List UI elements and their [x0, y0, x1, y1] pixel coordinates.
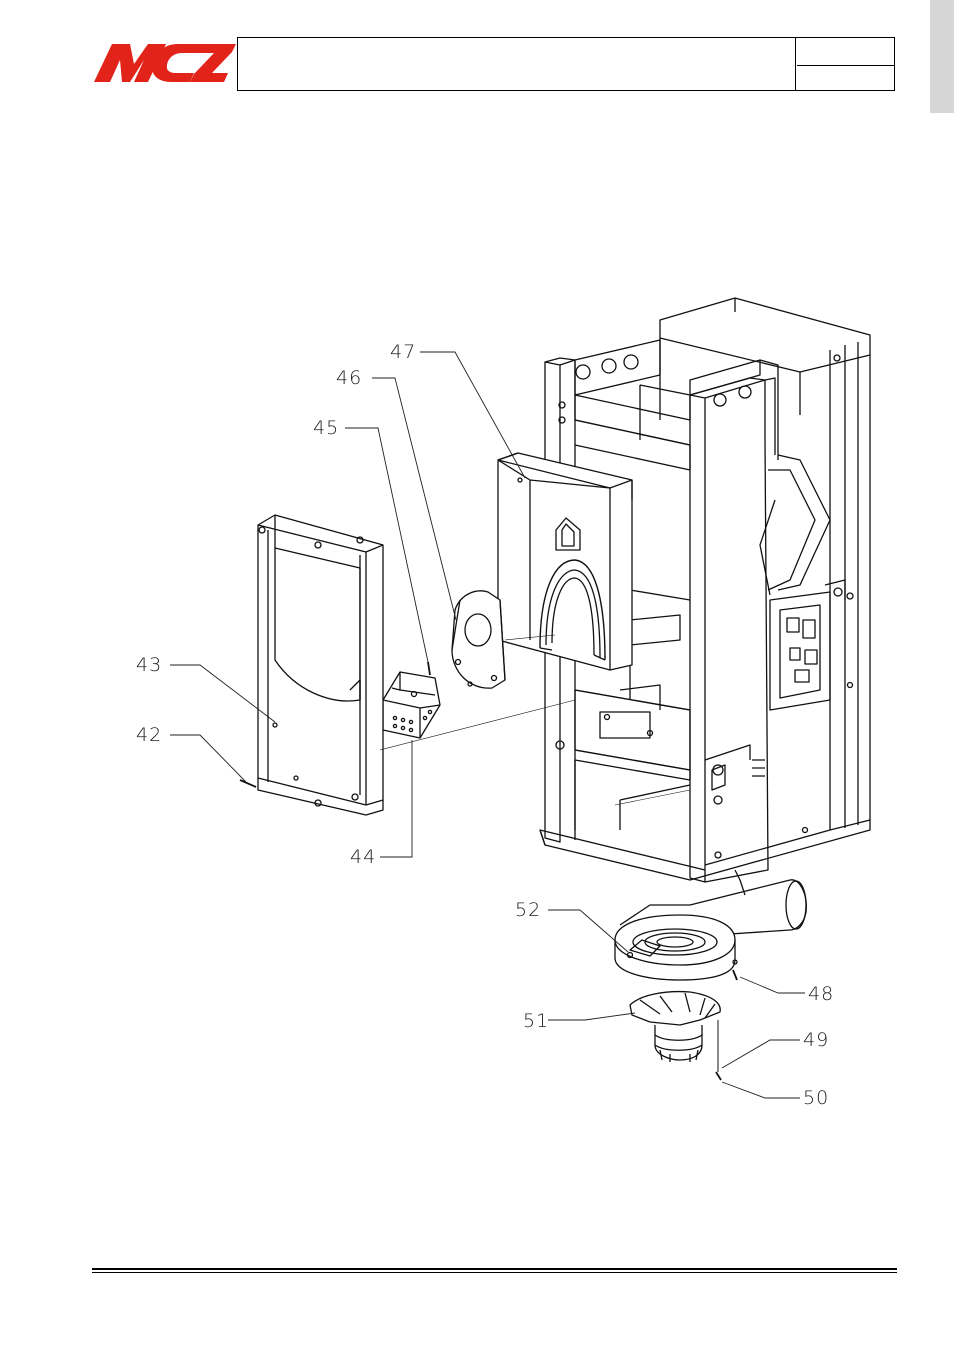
screw-45 [427, 661, 431, 676]
callout-50: 50 [803, 1087, 829, 1109]
callout-44: 44 [350, 846, 376, 868]
callout-43: 43 [136, 654, 162, 676]
side-tab [930, 0, 954, 113]
screw-42 [239, 779, 257, 788]
callout-49: 49 [803, 1029, 829, 1051]
part-46-gasket [451, 590, 506, 689]
mcz-logo [94, 44, 236, 82]
callout-48: 48 [808, 983, 834, 1005]
footer-rule [92, 1268, 897, 1270]
header-title-cell [238, 38, 796, 90]
callout-51: 51 [523, 1010, 549, 1032]
part-47-front-frame [497, 452, 633, 671]
callout-42: 42 [136, 724, 162, 746]
screw-50 [715, 1071, 722, 1081]
footer-rule-thin [92, 1272, 897, 1273]
stove-body [539, 297, 871, 883]
screw-48 [732, 969, 738, 981]
part-43-door [257, 514, 384, 816]
part-44-brazier [382, 671, 441, 739]
callout-46: 46 [336, 367, 362, 389]
part-52-fan-housing [614, 869, 807, 981]
header-table [237, 37, 895, 91]
header-code-cell [797, 38, 894, 66]
callout-47: 47 [390, 341, 416, 363]
part-51-fan-motor [629, 990, 721, 1062]
callout-45: 45 [313, 417, 339, 439]
callout-52: 52 [515, 899, 541, 921]
